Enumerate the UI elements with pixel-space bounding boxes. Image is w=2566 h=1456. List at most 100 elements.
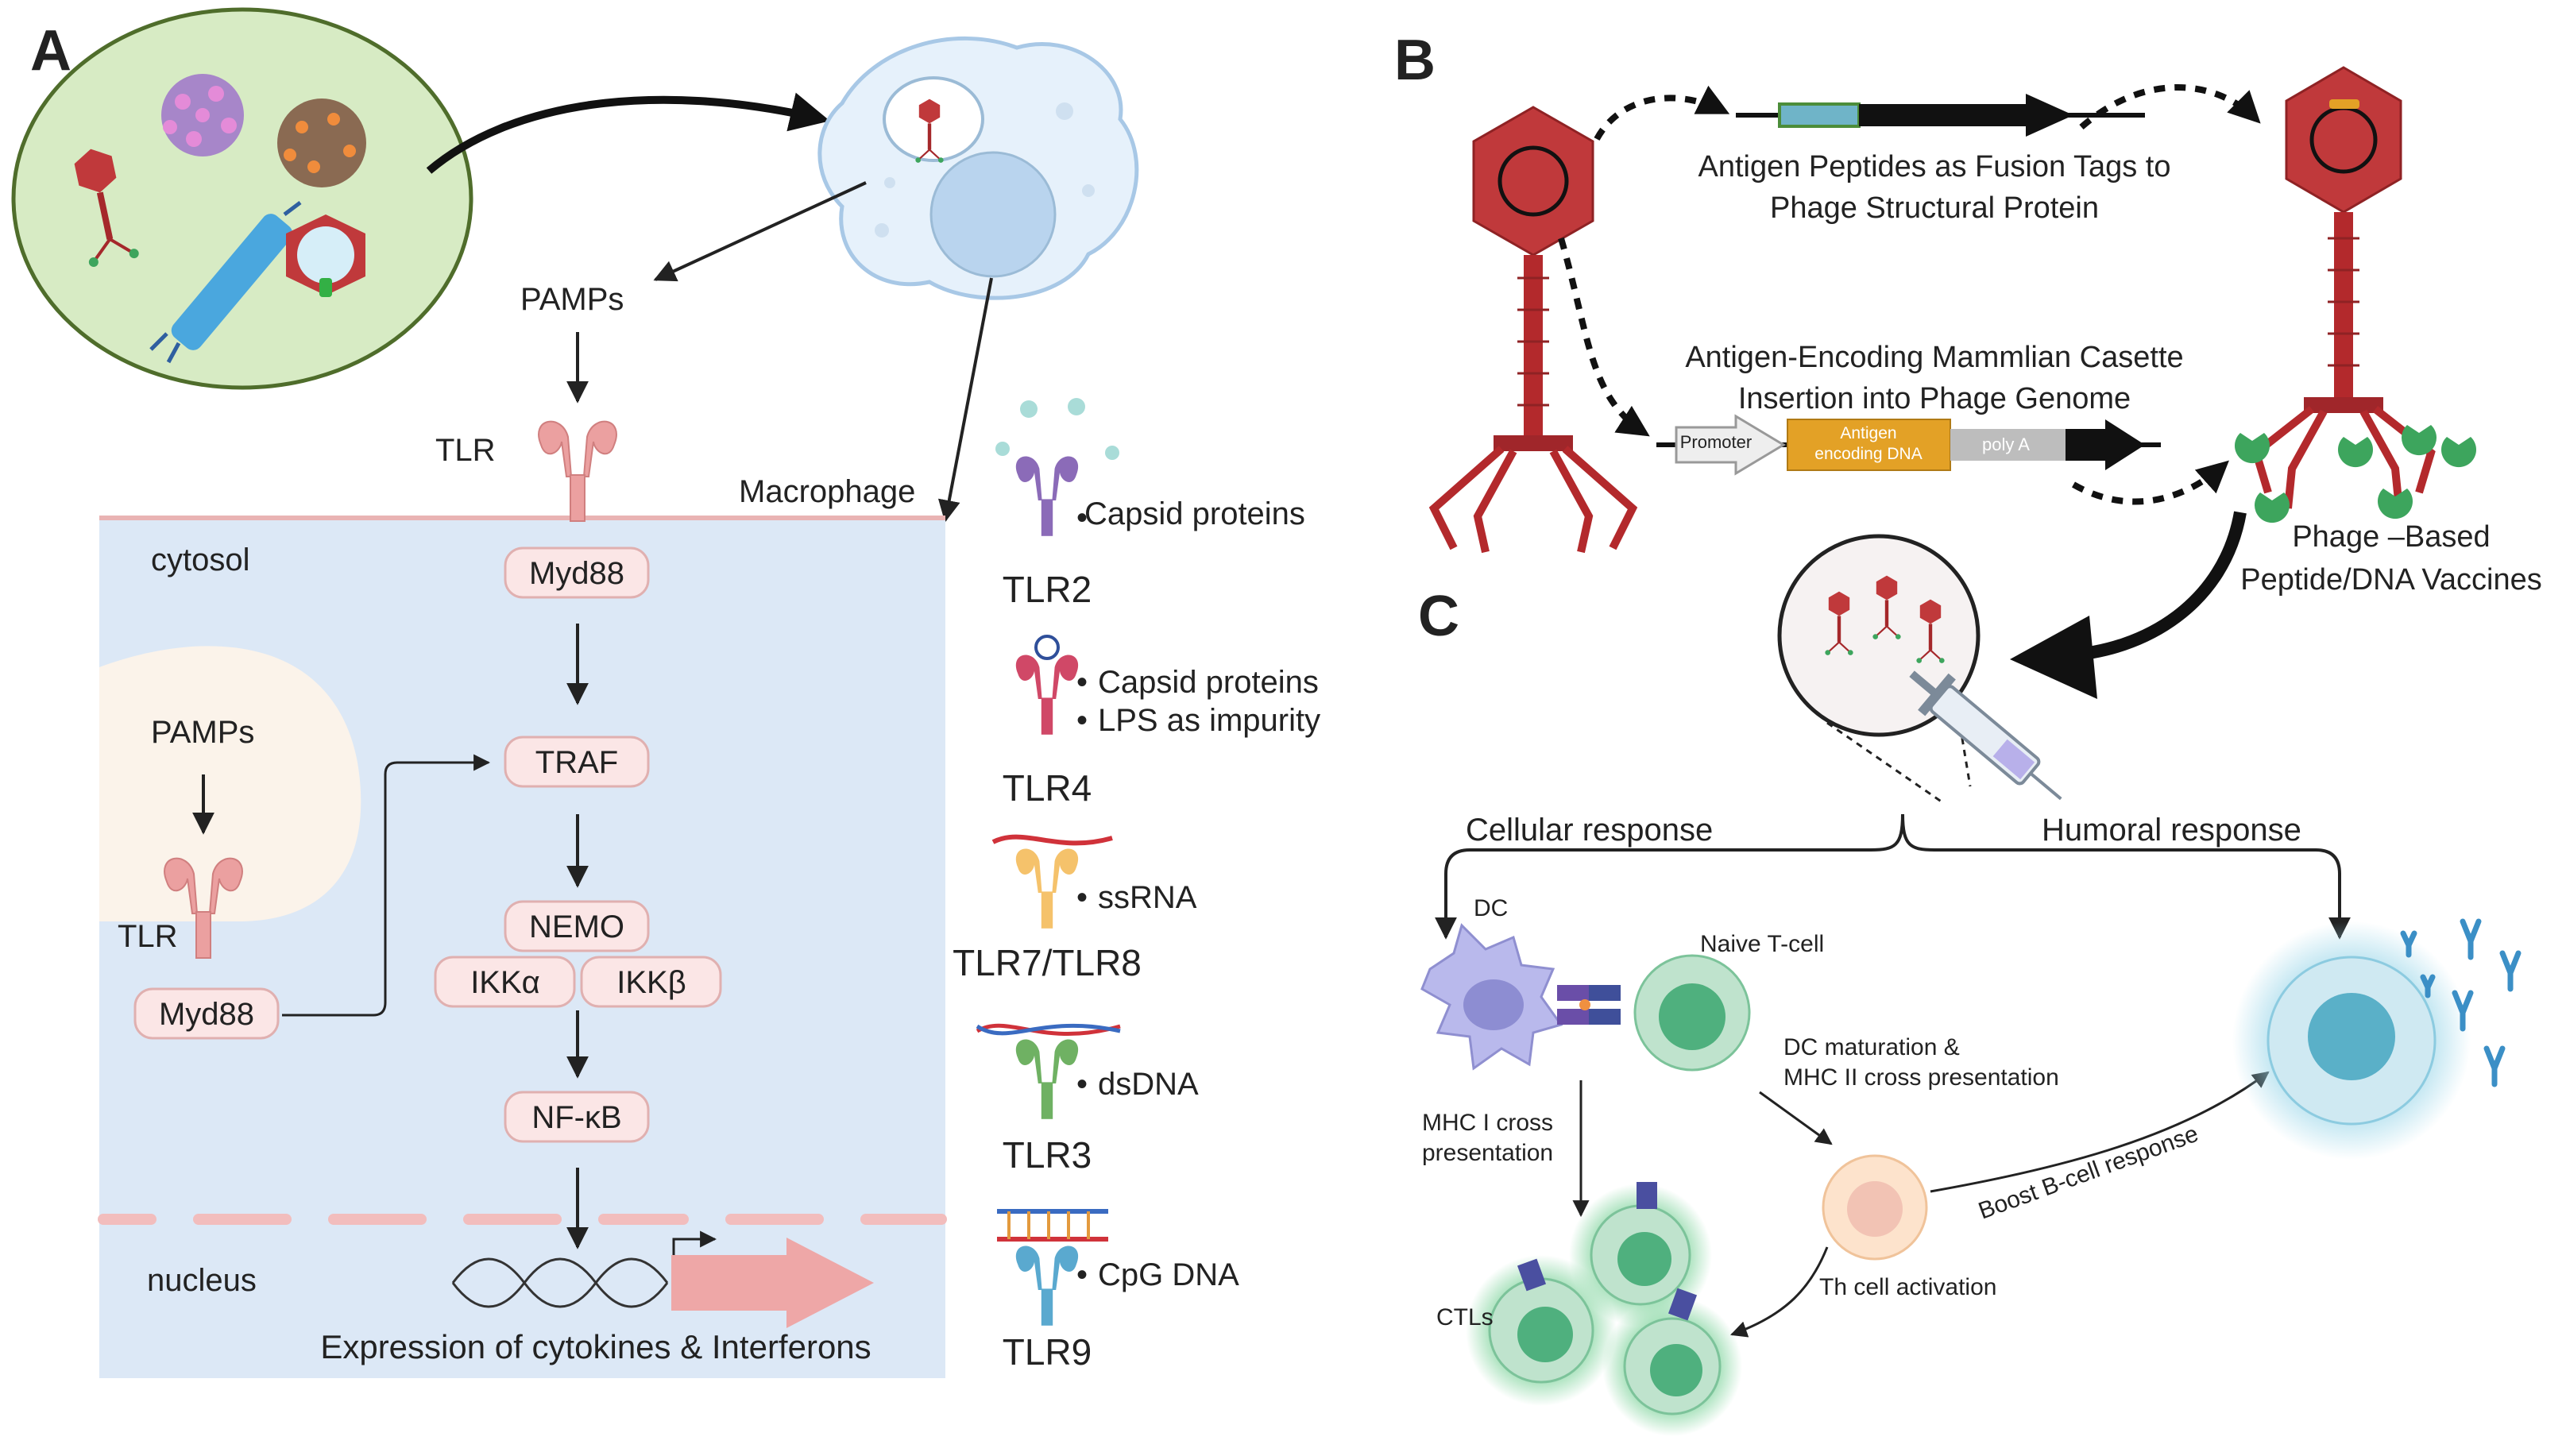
fusion-gene-arrow [1859, 94, 2073, 137]
maturation-arrow [1759, 1091, 1833, 1145]
virus-purple-icon [161, 74, 244, 156]
macrophage-pointer-arrow [937, 277, 993, 523]
panel-b: B Antigen Peptides as Fusion Tags to Pha… [1394, 29, 2542, 597]
bullet: • [1076, 703, 1088, 738]
macrophage-cell [817, 37, 1139, 300]
pathogen-group-ellipse [11, 7, 473, 390]
humoral-label: Humoral response [2042, 813, 2301, 848]
tlr-receptor-top [538, 420, 617, 522]
nemo-label: NEMO [529, 910, 624, 944]
entry-arrow [426, 92, 830, 174]
tlr3-name: TLR3 [1003, 1134, 1092, 1176]
fusion-text-line1: Antigen Peptides as Fusion Tags to [1698, 150, 2170, 183]
polya-label: poly A [1982, 434, 2030, 454]
cellular-label: Cellular response [1466, 813, 1713, 848]
tlr2-receptor [995, 398, 1119, 536]
inner-myd88-to-traf-arrow [282, 754, 491, 1017]
panel-c-letter: C [1418, 585, 1459, 648]
tlr78-name: TLR7/TLR8 [953, 942, 1142, 983]
tlr9-receptor [997, 1209, 1108, 1326]
fusion-text-line2: Phage Structural Protein [1770, 191, 2099, 225]
naive-tcell-label: Naive T-cell [1700, 931, 1824, 957]
naive-t-cell [1633, 954, 1751, 1072]
tlr4-ligand-0: Capsid proteins [1098, 665, 1319, 700]
polya-box [1950, 429, 2066, 461]
fusion-to-vaccine-arrow [2079, 84, 2261, 130]
virus-cutaway-icon [286, 214, 365, 297]
ikka-label: IKKα [470, 965, 540, 1000]
ikkb-label: IKKβ [616, 965, 686, 1000]
traf-node [504, 736, 650, 788]
panel-a: A [11, 7, 1139, 1378]
panel-b-letter: B [1394, 29, 1436, 92]
tlr-label-inner: TLR [118, 919, 178, 954]
antibody-icons [2400, 918, 2522, 1087]
myd88-label-inner: Myd88 [159, 997, 254, 1032]
tlr-label-top: TLR [435, 433, 496, 468]
cassette-dashed-arrow [1558, 237, 1650, 437]
cassette-text-line2: Insertion into Phage Genome [1738, 382, 2131, 415]
boost-arrow [1930, 1071, 2270, 1193]
filamentous-virus-icon [149, 201, 302, 364]
dc-maturation-line1: DC maturation & [1783, 1034, 1960, 1060]
nemo-node [504, 900, 650, 952]
th-cell [1822, 1154, 1928, 1261]
tlr4-ligand-1: LPS as impurity [1098, 703, 1320, 738]
tlr3-receptor [976, 1023, 1121, 1119]
cellular-branch-arrow [1435, 813, 1904, 940]
mhc-tcr-complex [1557, 985, 1621, 1025]
vaccine-delivery-arrow [2065, 511, 2247, 662]
tlr2-ligand-0: Capsid proteins [1084, 496, 1305, 531]
antigen-dna-box [1787, 419, 1951, 471]
tlr78-ligand-0: ssRNA [1098, 880, 1197, 915]
tlr-family-column: Capsid proteins • TLR2 Capsid proteins L… [953, 398, 1320, 1373]
cassette-to-vaccine-arrow [2072, 460, 2229, 505]
panel-c: C Cellular response Humoral response DC [1418, 511, 2522, 1436]
ikka-node [434, 956, 576, 1008]
large-phage-left [1428, 106, 1638, 554]
myd88-label-top: Myd88 [529, 556, 624, 591]
b-cell [2232, 921, 2471, 1160]
th-label: Th cell activation [1819, 1274, 1996, 1300]
tlr4-receptor [1015, 635, 1079, 735]
cytosol-label: cytosol [151, 543, 250, 577]
bullet: • [1076, 880, 1088, 915]
tlr2-name: TLR2 [1003, 569, 1092, 610]
pamps-label-inner: PAMPs [151, 715, 254, 750]
bullet: • [1076, 500, 1088, 535]
panel-a-letter: A [30, 19, 71, 83]
traf-label: TRAF [535, 745, 618, 780]
nfkb-node [504, 1091, 650, 1143]
vaccine-text-line1: Phage –Based [2292, 520, 2490, 554]
dc-maturation-line2: MHC II cross presentation [1783, 1064, 2059, 1091]
mhc1-line2: presentation [1422, 1140, 1553, 1166]
ikkb-node [580, 956, 722, 1008]
humoral-branch-arrow [1901, 813, 2351, 940]
macrophage-label: Macrophage [739, 474, 915, 509]
expression-arrow [671, 1238, 874, 1328]
nfkb-label: NF-κB [531, 1100, 621, 1135]
bullet: • [1076, 1257, 1088, 1292]
tlr9-ligand-0: CpG DNA [1098, 1257, 1239, 1292]
vaccine-delivery-arrowhead [2010, 616, 2097, 699]
myd88-node-top [504, 546, 650, 599]
syringe-icon [1909, 670, 2062, 801]
antigen-label-line1: Antigen [1840, 424, 1896, 442]
ctl-cells [1466, 1182, 1742, 1436]
expression-label: Expression of cytokines & Interferons [320, 1328, 871, 1365]
cassette-text-line1: Antigen-Encoding Mammlian Casette [1685, 341, 2183, 374]
endosome-region [99, 646, 361, 921]
tlr9-name: TLR9 [1003, 1331, 1092, 1373]
promoter-box [1675, 414, 1786, 476]
pamps-arrow [653, 181, 867, 282]
boost-label: Boost B-cell response [1975, 1121, 2202, 1225]
tlr3-ligand-0: dsDNA [1098, 1067, 1199, 1102]
ctls-label: CTLs [1436, 1304, 1494, 1330]
fusion-dashed-arrow [1594, 85, 1730, 141]
bullet: • [1076, 665, 1088, 700]
ligand-bullets: • • • • • [1076, 665, 1088, 1292]
pamps-label-top: PAMPs [520, 282, 624, 317]
mhc1-line1: MHC I cross [1422, 1110, 1553, 1136]
bullet: • [1076, 1067, 1088, 1102]
